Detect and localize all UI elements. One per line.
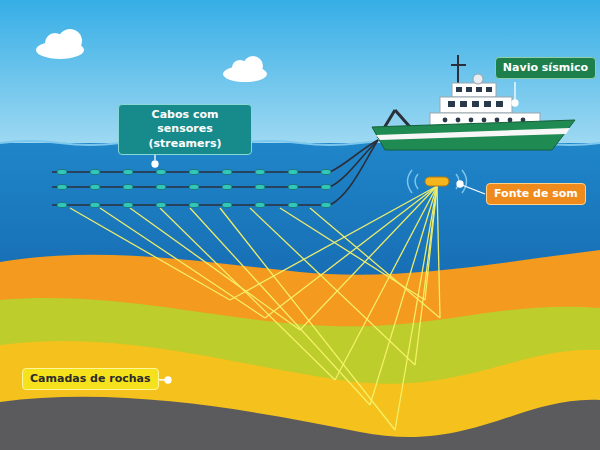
callout-text: Camadas de rochas xyxy=(30,372,151,386)
ray xyxy=(160,208,335,380)
ship-label: Navio sísmico xyxy=(495,57,596,79)
ray xyxy=(415,186,437,365)
sensor xyxy=(156,184,166,189)
sensor xyxy=(156,169,166,174)
sensor xyxy=(90,184,100,189)
streamer-label: Cabos com sensores (streamers) xyxy=(118,104,252,155)
ray xyxy=(370,186,437,405)
rock-layer xyxy=(0,341,600,450)
sensor xyxy=(57,202,67,207)
sensor xyxy=(189,184,199,189)
sensor xyxy=(255,202,265,207)
sensors xyxy=(57,169,331,207)
seismic-rays xyxy=(70,186,440,430)
layers-label: Camadas de rochas xyxy=(22,368,159,390)
sensor xyxy=(288,184,298,189)
sensor xyxy=(255,184,265,189)
sensor xyxy=(90,202,100,207)
sensor xyxy=(255,169,265,174)
sound-source xyxy=(408,170,467,193)
ray xyxy=(310,208,440,318)
callout-text: Fonte de som xyxy=(494,187,578,201)
sea xyxy=(0,143,600,450)
sensor xyxy=(222,169,232,174)
sensor xyxy=(123,184,133,189)
sensor xyxy=(57,184,67,189)
sensor xyxy=(321,202,331,207)
sensor xyxy=(123,169,133,174)
rock-layer xyxy=(0,250,600,450)
callout-text: Navio sísmico xyxy=(503,61,588,75)
sensor xyxy=(57,169,67,174)
ray xyxy=(250,208,415,365)
sensor xyxy=(321,184,331,189)
sensor xyxy=(321,169,331,174)
ray xyxy=(437,186,440,318)
callout-text: Cabos com sensores (streamers) xyxy=(126,108,244,151)
sensor xyxy=(189,169,199,174)
ray xyxy=(190,208,370,405)
sensor xyxy=(288,169,298,174)
ray xyxy=(130,208,300,330)
ray xyxy=(220,208,395,430)
clouds xyxy=(36,29,267,82)
rock-layer xyxy=(0,298,600,450)
sensor xyxy=(156,202,166,207)
sensor xyxy=(288,202,298,207)
sensor xyxy=(90,169,100,174)
ray xyxy=(395,186,437,430)
sensor xyxy=(123,202,133,207)
rock-layer xyxy=(0,397,600,450)
sensor xyxy=(189,202,199,207)
sensor xyxy=(222,202,232,207)
sensor xyxy=(222,184,232,189)
ray xyxy=(425,186,437,300)
source-label: Fonte de som xyxy=(486,183,586,205)
